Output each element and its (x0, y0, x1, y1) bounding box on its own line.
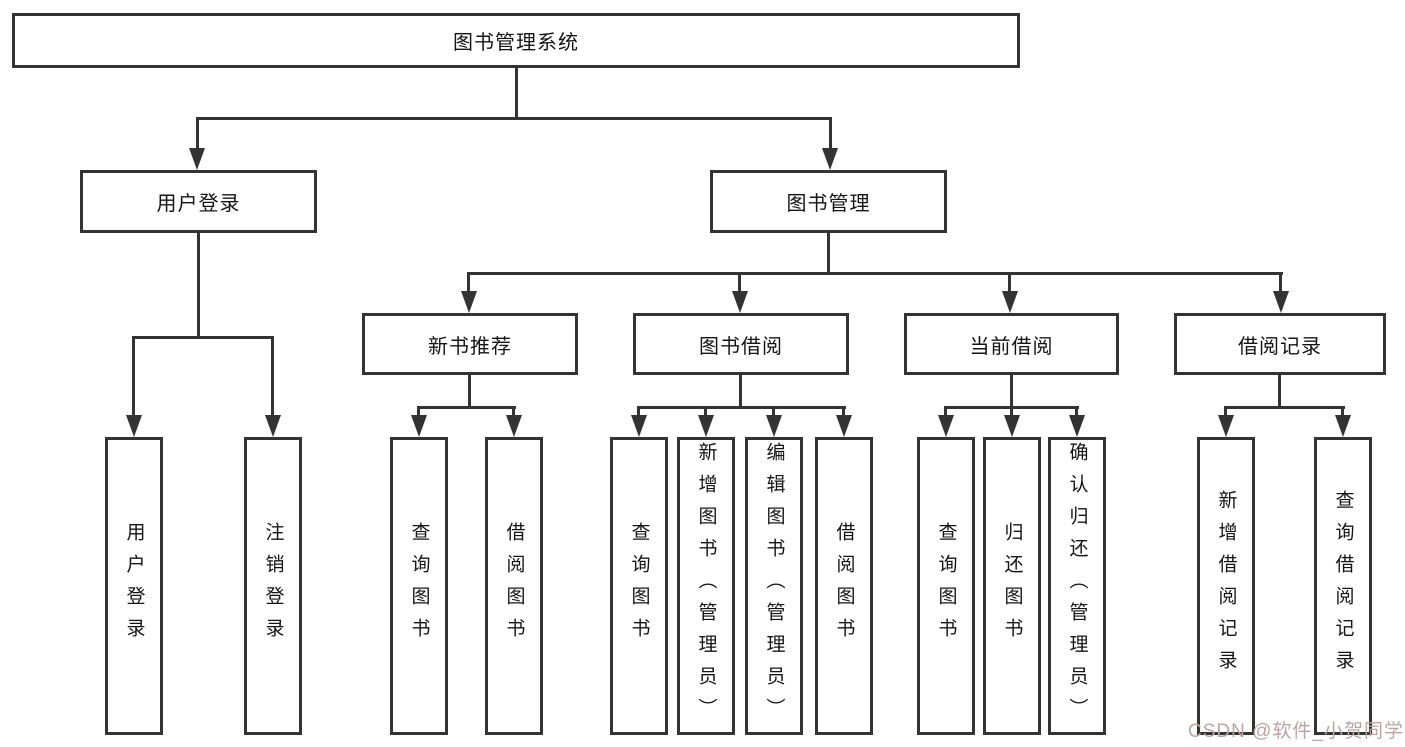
connector-line (132, 336, 135, 419)
leaf-query-book-recommend: 查询图书 (390, 437, 448, 735)
leaf-user-login-label: 用户登录 (123, 522, 145, 650)
connector-line (467, 272, 1283, 275)
leaf-query-book-current-label: 查询图书 (935, 522, 957, 650)
connector-line (417, 406, 420, 417)
connector-line (1075, 406, 1078, 417)
connector-line (738, 272, 741, 293)
leaf-query-book-recommend-label: 查询图书 (408, 522, 430, 650)
leaf-query-book-borrow: 查询图书 (610, 437, 668, 735)
node-book-borrow-label: 图书借阅 (699, 335, 783, 358)
node-user-login: 用户登录 (80, 170, 317, 233)
connector-line (467, 272, 470, 293)
connector-line (1010, 373, 1013, 409)
leaf-add-borrow-record-label: 新增借阅记录 (1215, 490, 1237, 682)
node-root-label: 图书管理系统 (453, 32, 579, 54)
leaf-query-borrow-record-label: 查询借阅记录 (1332, 490, 1354, 682)
leaf-return-book: 归还图书 (983, 437, 1041, 735)
leaf-edit-book-admin: 编辑图书（管理员） (745, 437, 803, 735)
node-current-borrow: 当前借阅 (904, 313, 1119, 375)
node-book-management: 图书管理 (710, 170, 947, 233)
arrowhead-icon (189, 148, 205, 170)
arrowhead-icon (506, 415, 522, 437)
connector-line (196, 117, 832, 120)
leaf-confirm-return-admin-label: 确认归还（管理员） (1066, 442, 1088, 730)
connector-line (1008, 272, 1011, 293)
leaf-query-book-borrow-label: 查询图书 (628, 522, 650, 650)
leaf-borrow-book-recommend-label: 借阅图书 (503, 522, 525, 650)
connector-line (417, 406, 516, 409)
leaf-user-login: 用户登录 (105, 437, 163, 735)
connector-line (637, 406, 846, 409)
connector-line (197, 231, 200, 339)
node-root: 图书管理系统 (12, 13, 1020, 68)
arrowhead-icon (461, 291, 477, 313)
connector-line (1224, 406, 1345, 409)
node-borrow-records-label: 借阅记录 (1238, 335, 1322, 358)
arrowhead-icon (1069, 415, 1085, 437)
leaf-add-borrow-record: 新增借阅记录 (1197, 437, 1255, 735)
connector-line (132, 336, 273, 339)
leaf-borrow-book-label: 借阅图书 (833, 522, 855, 650)
connector-line (1010, 406, 1013, 417)
connector-line (512, 406, 515, 417)
leaf-logout: 注销登录 (244, 437, 302, 735)
node-new-book-recommend-label: 新书推荐 (428, 335, 512, 358)
arrowhead-icon (411, 415, 427, 437)
csdn-watermark: CSDN @软件_小贺同学 (1188, 721, 1404, 742)
connector-line (271, 336, 274, 419)
arrowhead-icon (766, 415, 782, 437)
arrowhead-icon (265, 415, 281, 437)
arrowhead-icon (822, 148, 838, 170)
connector-line (704, 406, 707, 417)
node-user-login-label: 用户登录 (156, 193, 241, 215)
leaf-confirm-return-admin: 确认归还（管理员） (1048, 437, 1106, 735)
node-book-management-label: 图书管理 (786, 193, 871, 215)
leaf-borrow-book-recommend: 借阅图书 (485, 437, 543, 735)
connector-line (196, 117, 199, 150)
connector-line (842, 406, 845, 417)
leaf-add-book-admin-label: 新增图书（管理员） (695, 442, 717, 730)
arrowhead-icon (1218, 415, 1234, 437)
leaf-borrow-book: 借阅图书 (815, 437, 873, 735)
connector-line (772, 406, 775, 417)
connector-line (739, 373, 742, 409)
arrowhead-icon (1004, 415, 1020, 437)
connector-line (515, 66, 518, 120)
connector-line (829, 117, 832, 150)
arrowhead-icon (732, 291, 748, 313)
leaf-return-book-label: 归还图书 (1001, 522, 1023, 650)
leaf-edit-book-admin-label: 编辑图书（管理员） (763, 442, 785, 730)
leaf-query-book-current: 查询图书 (917, 437, 975, 735)
leaf-query-borrow-record: 查询借阅记录 (1314, 437, 1372, 735)
leaf-logout-label: 注销登录 (262, 522, 284, 650)
connector-line (1278, 373, 1281, 409)
arrowhead-icon (1002, 291, 1018, 313)
arrowhead-icon (836, 415, 852, 437)
node-borrow-records: 借阅记录 (1174, 313, 1386, 375)
arrowhead-icon (631, 415, 647, 437)
connector-line (1279, 272, 1282, 293)
arrowhead-icon (1273, 291, 1289, 313)
connector-line (944, 406, 947, 417)
leaf-add-book-admin: 新增图书（管理员） (677, 437, 735, 735)
node-new-book-recommend: 新书推荐 (362, 313, 578, 375)
arrowhead-icon (1335, 415, 1351, 437)
node-book-borrow: 图书借阅 (633, 313, 849, 375)
connector-line (1341, 406, 1344, 417)
arrowhead-icon (938, 415, 954, 437)
node-current-borrow-label: 当前借阅 (969, 335, 1054, 358)
connector-line (1224, 406, 1227, 417)
arrowhead-icon (698, 415, 714, 437)
arrowhead-icon (126, 415, 142, 437)
connector-line (468, 373, 471, 409)
connector-line (637, 406, 640, 417)
connector-line (827, 231, 830, 275)
